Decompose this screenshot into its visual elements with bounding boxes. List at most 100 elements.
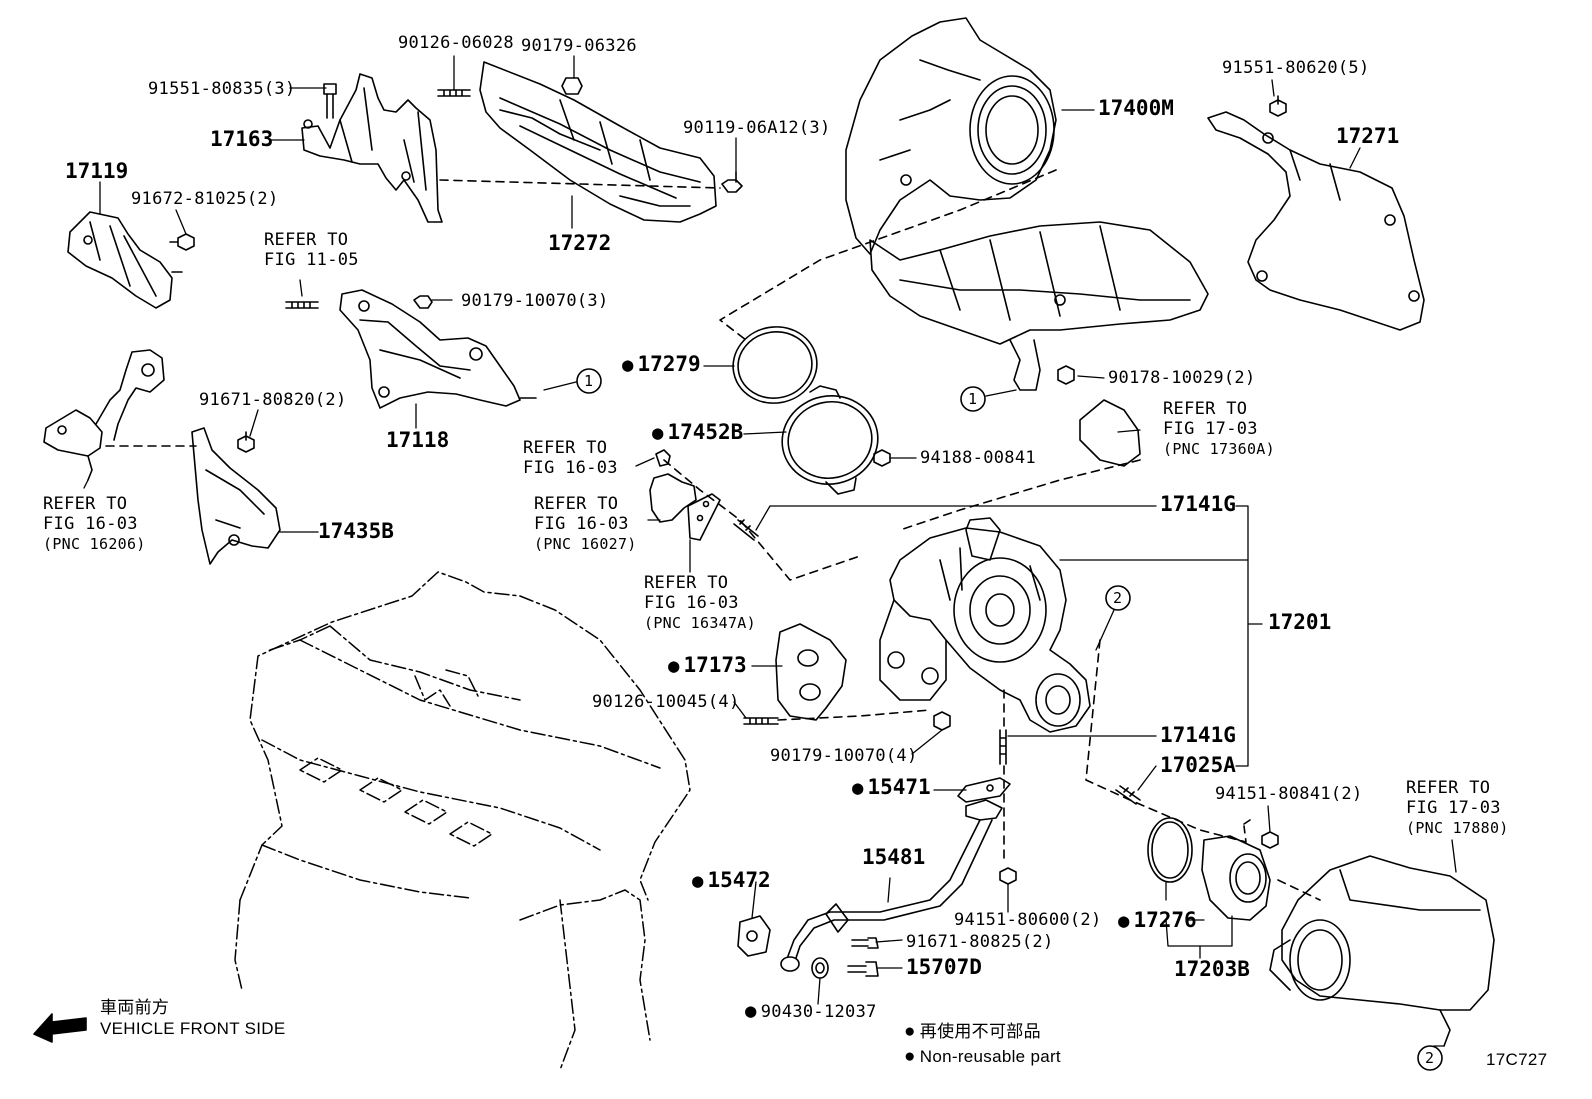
callout-1-left <box>960 386 986 412</box>
label-17435B: 17435B <box>318 519 394 543</box>
label-90126-06028: 90126-06028 <box>398 33 514 53</box>
bolt-91551-80620 <box>1269 95 1287 117</box>
label-17141G-upper: 17141G <box>1160 492 1236 516</box>
part-17400M-manifold <box>845 17 1209 391</box>
label-90179-10070-4: 90179-10070(4) <box>770 746 918 766</box>
part-17279-gasket <box>732 326 818 404</box>
callout-2-lower-text: 2 <box>1425 1049 1435 1067</box>
stud-17141G-upper <box>733 519 759 541</box>
label-15471: 15471 <box>852 777 930 798</box>
label-17163: 17163 <box>210 127 274 151</box>
dashed-link-17173-turbo <box>777 709 931 721</box>
bolt-94151-80841 <box>1261 831 1279 849</box>
part-17118-bracket <box>339 289 537 409</box>
label-91671-80820: 91671-80820(2) <box>199 390 347 410</box>
dashed-link-17163-17272 <box>439 179 721 189</box>
dashed-link-17360A-turbo <box>899 459 1141 531</box>
stud-17141G-lower <box>999 729 1007 765</box>
label-17141G-lower: 17141G <box>1160 723 1236 747</box>
callout-1-right <box>576 368 602 394</box>
dashed-link-manifold-17279 <box>719 169 1057 341</box>
label-17025A: 17025A <box>1160 753 1236 777</box>
part-17201-turbocharger <box>879 517 1091 733</box>
refer-pnc-16347A: REFER TO FIG 16-03 (PNC 16347A) <box>644 573 756 632</box>
nut-90179-10070-upper <box>413 295 433 309</box>
stud-90126-06028 <box>437 89 471 97</box>
label-90126-10045: 90126-10045(4) <box>592 692 740 712</box>
bolt-91671-80825 <box>851 937 879 949</box>
part-17271-insulator <box>1207 111 1425 331</box>
label-91551-80620: 91551-80620(5) <box>1222 58 1370 78</box>
part-17119-bracket <box>67 211 183 309</box>
stud-90126-10045 <box>743 717 779 725</box>
bolt-91672-81025 <box>169 233 195 251</box>
bolt-91551-80835 <box>323 83 337 119</box>
callout-1-right-text: 1 <box>584 372 594 390</box>
label-17201: 17201 <box>1268 610 1332 634</box>
pipe-refer-16206 <box>43 349 165 481</box>
refer-fig-11-05: REFER TO FIG 11-05 <box>264 230 359 270</box>
label-17271: 17271 <box>1336 124 1400 148</box>
dashed-link-outlet-17880 <box>1243 819 1321 901</box>
bolt-90119-06A12 <box>721 171 743 193</box>
part-17435B-bracket <box>191 427 281 565</box>
dashed-link-turbo-outlet <box>1085 639 1247 843</box>
label-17203B: 17203B <box>1174 957 1250 981</box>
nut-94188-00841 <box>873 449 891 467</box>
label-91672-81025: 91672-81025(2) <box>131 189 279 209</box>
stud-17025A <box>1115 785 1141 805</box>
refer-pnc-16027: REFER TO FIG 16-03 (PNC 16027) <box>534 494 637 553</box>
label-15472: 15472 <box>692 870 770 891</box>
callout-2-upper-text: 2 <box>1113 589 1123 607</box>
bolt-94151-80600 <box>999 867 1017 885</box>
callout-1-left-text: 1 <box>968 390 978 408</box>
nut-90178-10029 <box>1057 365 1075 385</box>
leader-lines <box>83 55 1457 1047</box>
label-90178-10029: 90178-10029(2) <box>1108 368 1256 388</box>
part-15481-oil-pipe <box>780 799 1003 972</box>
part-17173-gasket <box>775 623 847 721</box>
refer-pnc-17360A: REFER TO FIG 17-03 (PNC 17360A) <box>1163 399 1275 458</box>
refer-fig-16-03: REFER TO FIG 16-03 <box>523 438 618 478</box>
engine-block-outline <box>234 571 691 1071</box>
label-17119: 17119 <box>65 159 129 183</box>
label-94151-80841: 94151-80841(2) <box>1215 784 1363 804</box>
stud-refer-fig-11-05 <box>285 301 319 309</box>
label-91551-80835: 91551-80835(3) <box>148 79 296 99</box>
label-17452B: 17452B <box>652 422 743 443</box>
part-refer-17880 <box>1269 855 1495 1047</box>
label-15707D: 15707D <box>906 955 982 979</box>
filter-refer-17360A <box>1079 399 1141 467</box>
label-15481: 15481 <box>862 845 926 869</box>
callout-2-lower <box>1417 1045 1443 1071</box>
label-90119-06A12: 90119-06A12(3) <box>683 118 831 138</box>
refer-pnc-16206: REFER TO FIG 16-03 (PNC 16206) <box>43 494 146 553</box>
part-17203B-outlet <box>1201 835 1271 921</box>
label-94151-80600: 94151-80600(2) <box>954 910 1102 930</box>
part-15471-gasket <box>957 777 1011 803</box>
label-90430-12037: 90430-12037 <box>745 1001 877 1022</box>
label-90179-10070-3: 90179-10070(3) <box>461 291 609 311</box>
callout-2-upper <box>1105 585 1131 611</box>
part-17452B-clamp <box>781 385 879 495</box>
label-90179-06326: 90179-06326 <box>521 36 637 56</box>
part-15472-gasket <box>737 915 771 957</box>
refer-pnc-17880: REFER TO FIG 17-03 (PNC 17880) <box>1406 778 1509 837</box>
label-17173: 17173 <box>668 655 746 676</box>
figure-code: 17C727 <box>1486 1050 1548 1069</box>
label-91671-80825: 91671-80825(2) <box>906 932 1054 952</box>
label-17276: 17276 <box>1118 910 1196 931</box>
bolt-15707D <box>847 961 879 977</box>
nut-90179-10070-lower <box>933 711 951 731</box>
label-17279: 17279 <box>622 354 700 375</box>
part-17276-gasket <box>1147 817 1193 883</box>
vehicle-front-en: VEHICLE FRONT SIDE <box>100 1019 286 1038</box>
label-94188-00841: 94188-00841 <box>920 448 1036 468</box>
part-refer-16027 <box>649 449 697 523</box>
dashed-link-studs-turbo <box>663 459 861 581</box>
nut-90179-06326 <box>561 77 583 95</box>
part-refer-16347A <box>687 493 721 541</box>
bolt-91671-80820 <box>237 431 255 453</box>
label-17118: 17118 <box>386 428 450 452</box>
